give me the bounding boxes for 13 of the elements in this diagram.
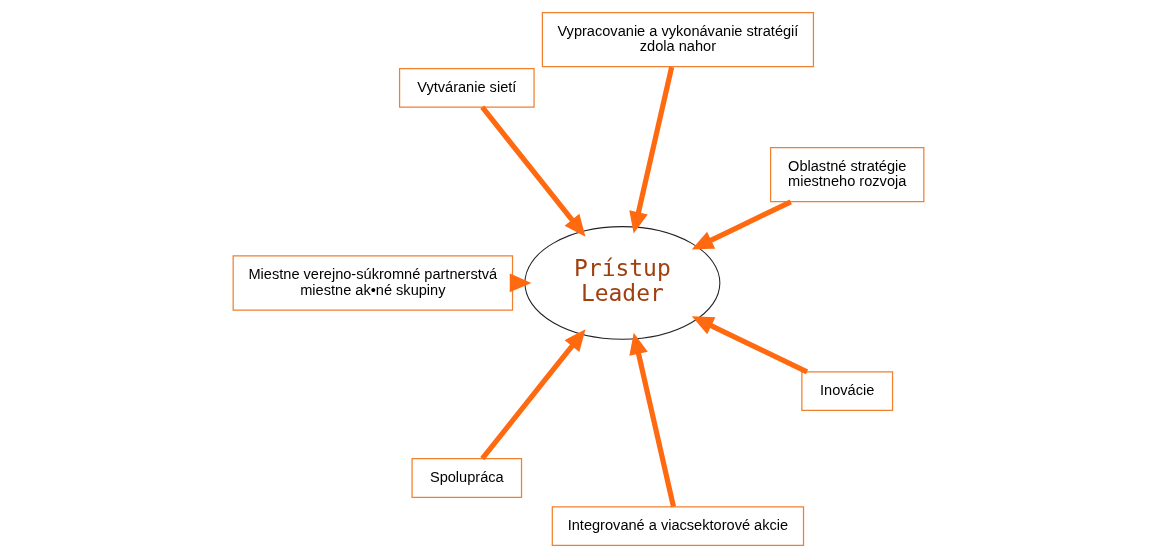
arrow	[691, 199, 792, 250]
node-box: Inovácie	[800, 371, 893, 412]
node-box: Oblastné stratégie miestneho rozvoja	[769, 146, 924, 203]
node-box: Vypracovanie a vykonávanie stratégií zdola nahor	[541, 11, 814, 68]
node-box: Spolupráca	[410, 458, 522, 498]
arrow	[479, 105, 585, 237]
arrow	[479, 329, 585, 461]
arrow	[628, 332, 676, 508]
node-box: Vytváranie sietí	[398, 67, 535, 108]
node-ellipse: Prístup Leader	[523, 226, 720, 340]
node-box: Integrované a viacsektorové akcie	[551, 506, 804, 547]
arrow	[628, 66, 674, 234]
arrow	[691, 316, 808, 375]
